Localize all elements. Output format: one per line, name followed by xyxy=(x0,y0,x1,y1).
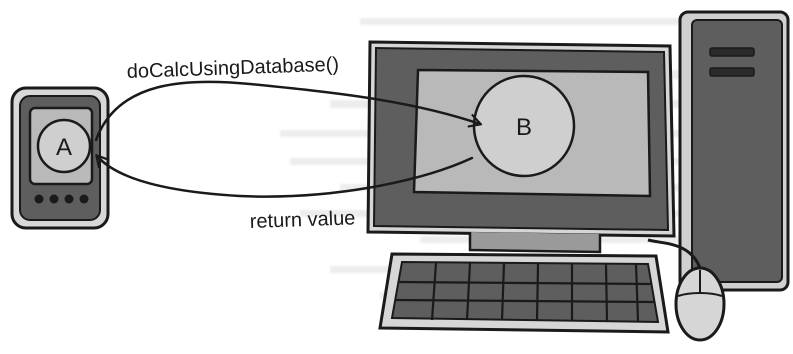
mouse-icon xyxy=(647,238,726,342)
keyboard-keys xyxy=(394,262,656,322)
server-node-label: B xyxy=(516,114,532,141)
client-node-a: A xyxy=(36,118,92,174)
server-node-b: B xyxy=(472,74,576,178)
handheld-button xyxy=(64,194,74,204)
handheld-button xyxy=(49,194,59,204)
client-node-label: A xyxy=(56,134,72,161)
desktop-tower-icon xyxy=(678,10,790,292)
handheld-button xyxy=(79,194,89,204)
return-arrow xyxy=(97,156,474,198)
call-arrow xyxy=(94,80,480,142)
return-arrow-label: return value xyxy=(249,207,355,233)
keyboard-icon xyxy=(378,252,670,334)
handheld-button xyxy=(34,194,44,204)
call-arrow-label: doCalcUsingDatabase() xyxy=(126,54,339,83)
